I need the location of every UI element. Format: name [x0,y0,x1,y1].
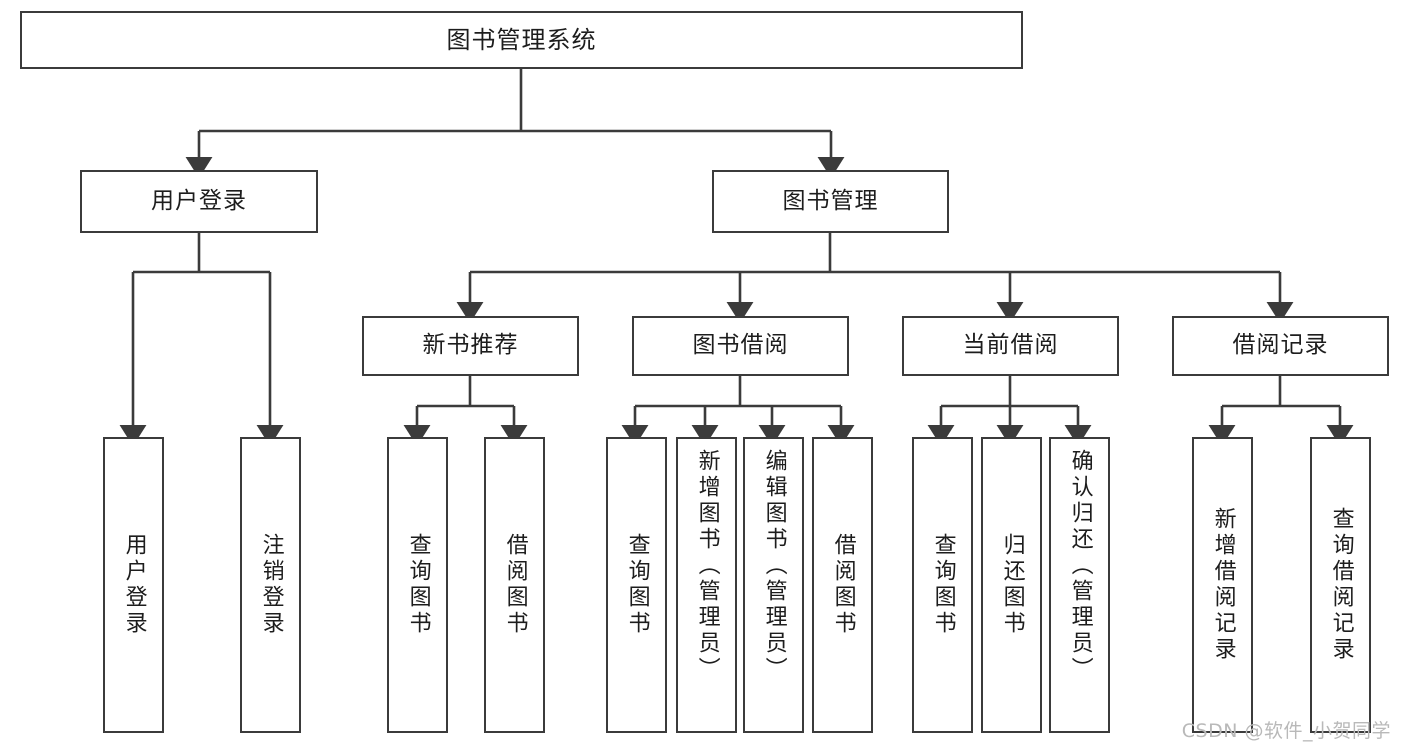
leaf-borrow-book-rec[interactable]: 借阅图书 [484,437,545,733]
leaf-query-book-borrow-label: 查询图书 [624,533,650,637]
leaf-confirm-return[interactable]: 确认归还（管理员） [1049,437,1110,733]
leaf-query-book-rec-label: 查询图书 [405,533,431,637]
leaf-user-login-label: 用户登录 [121,533,147,637]
leaf-query-record[interactable]: 查询借阅记录 [1310,437,1371,733]
node-book-borrow[interactable]: 图书借阅 [632,316,849,376]
node-root[interactable]: 图书管理系统 [20,11,1023,69]
leaf-query-book-cur-label: 查询图书 [930,533,956,637]
node-current-borrow[interactable]: 当前借阅 [902,316,1119,376]
leaf-borrow-book[interactable]: 借阅图书 [812,437,873,733]
node-borrow-record[interactable]: 借阅记录 [1172,316,1389,376]
watermark-text: CSDN @软件_小贺同学 [1181,720,1391,742]
leaf-user-logout[interactable]: 注销登录 [240,437,301,733]
leaf-confirm-return-label: 确认归还（管理员） [1067,449,1093,683]
leaf-user-login[interactable]: 用户登录 [103,437,164,733]
leaf-query-book-borrow[interactable]: 查询图书 [606,437,667,733]
node-user-login[interactable]: 用户登录 [80,170,318,233]
leaf-query-record-label: 查询借阅记录 [1328,507,1354,663]
leaf-return-book-label: 归还图书 [999,533,1025,637]
node-root-label: 图书管理系统 [446,25,597,54]
leaf-user-logout-label: 注销登录 [258,533,284,637]
node-new-book-rec[interactable]: 新书推荐 [362,316,579,376]
leaf-add-book[interactable]: 新增图书（管理员） [676,437,737,733]
node-book-manage[interactable]: 图书管理 [712,170,949,233]
leaf-return-book[interactable]: 归还图书 [981,437,1042,733]
leaf-borrow-book-rec-label: 借阅图书 [502,533,528,637]
node-new-book-rec-label: 新书推荐 [422,332,519,359]
leaf-query-book-cur[interactable]: 查询图书 [912,437,973,733]
node-current-borrow-label: 当前借阅 [962,332,1059,359]
leaf-add-book-label: 新增图书（管理员） [694,449,720,683]
leaf-query-book-rec[interactable]: 查询图书 [387,437,448,733]
leaf-edit-book-label: 编辑图书（管理员） [761,449,787,683]
leaf-add-record-label: 新增借阅记录 [1210,507,1236,663]
node-borrow-record-label: 借阅记录 [1232,332,1329,359]
leaf-edit-book[interactable]: 编辑图书（管理员） [743,437,804,733]
leaf-add-record[interactable]: 新增借阅记录 [1192,437,1253,733]
node-user-login-label: 用户登录 [151,187,247,214]
node-book-borrow-label: 图书借阅 [692,332,789,359]
leaf-borrow-book-label: 借阅图书 [830,533,856,637]
node-book-manage-label: 图书管理 [782,187,879,214]
